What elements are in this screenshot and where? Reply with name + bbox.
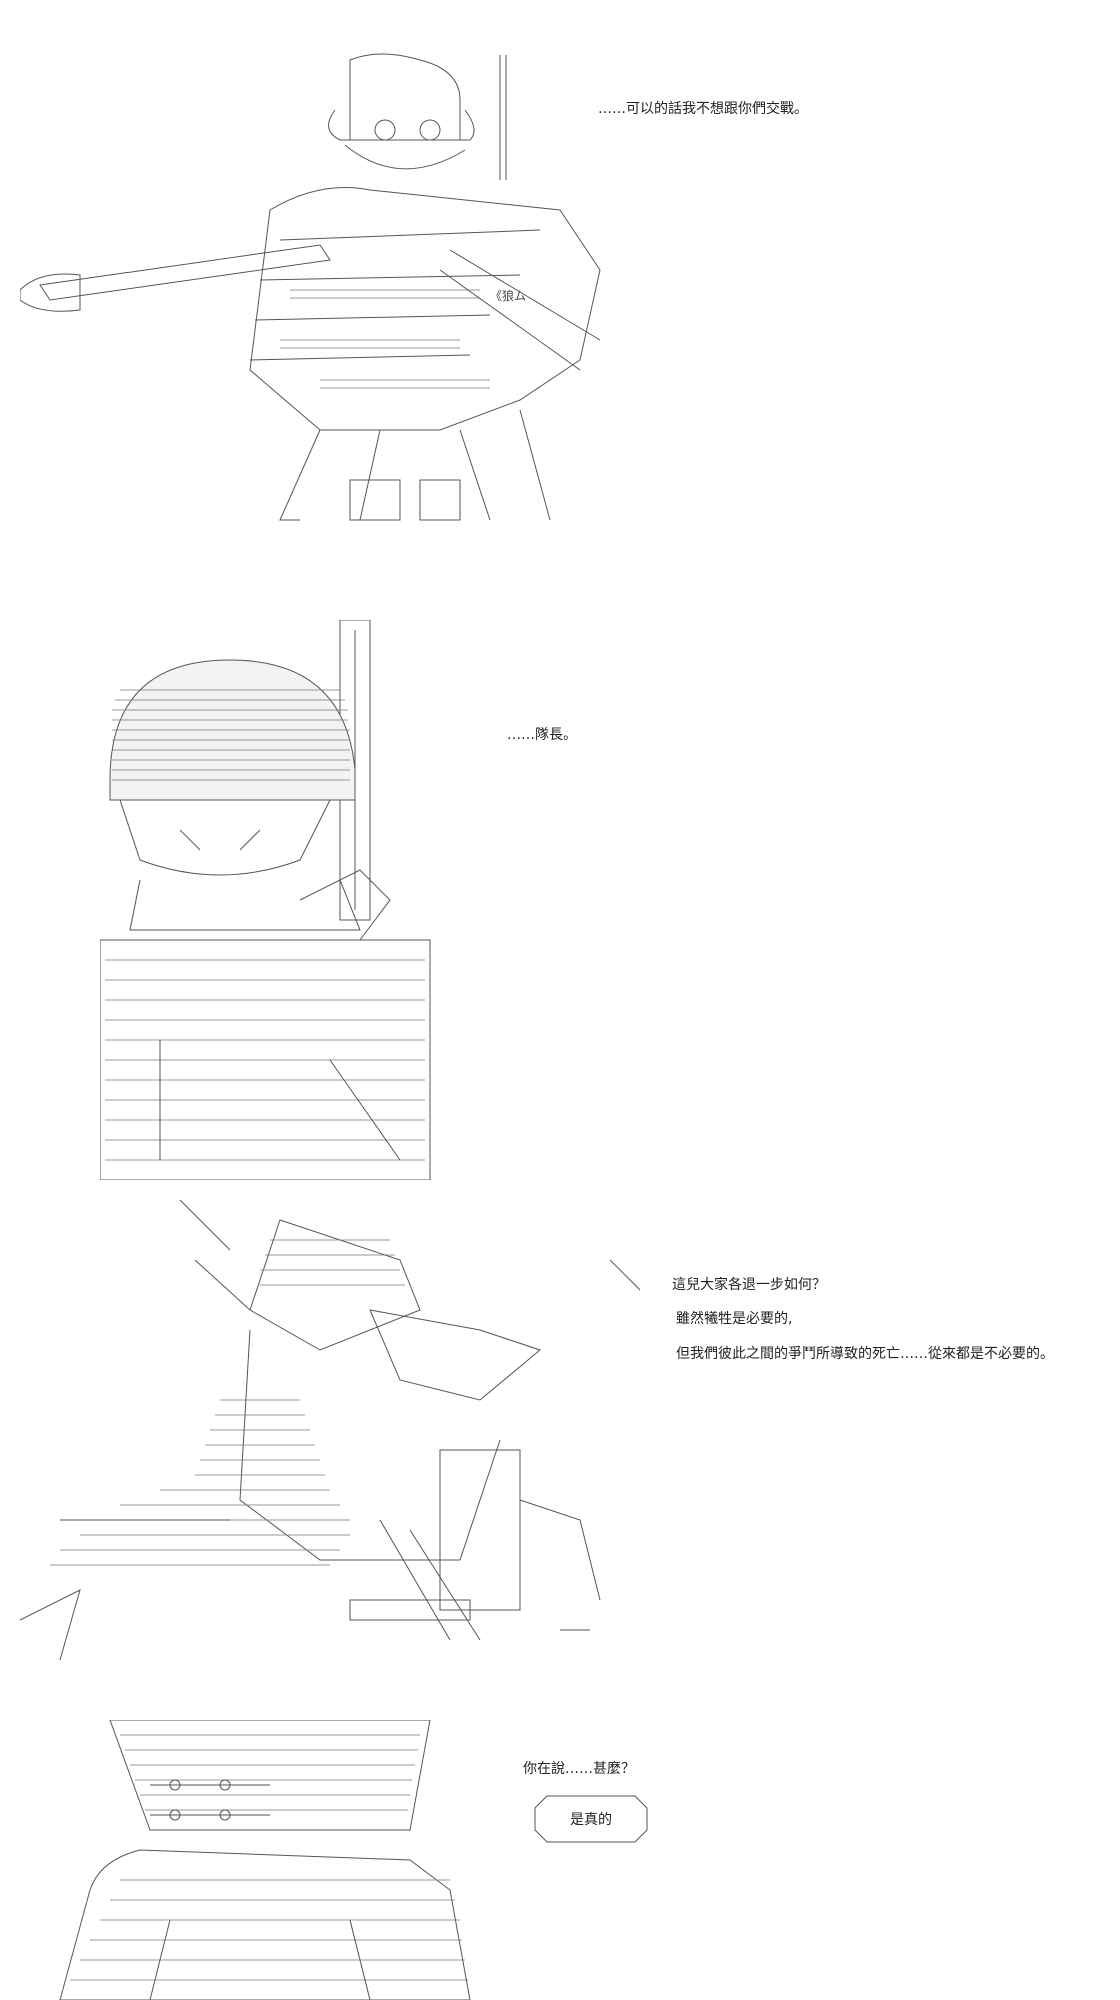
panel-4: 你在說……甚麼？ 是真的 (0, 1700, 1120, 2000)
panel-1: 《狼ム ……可以的話我不想跟你們交戰。 (0, 0, 1120, 560)
panel-2: ……隊長。 (0, 600, 1120, 1180)
panel-3: 這兒大家各退一步如何？ 雖然犧牲是必要的, 但我們彼此之間的爭鬥所導致的死亡……… (0, 1200, 1120, 1670)
dialog-line: 你在說……甚麼？ (523, 1761, 635, 1777)
speech-bubble: 是真的 (533, 1794, 649, 1844)
dialog-line: ……隊長。 (507, 727, 577, 743)
helmeted-soldier-art (100, 620, 450, 1180)
speech-bubble-text: 是真的 (570, 1812, 612, 1828)
dialog-line: ……可以的話我不想跟你們交戰。 (598, 101, 808, 117)
svg-text:《狼ム: 《狼ム (490, 288, 526, 303)
dialog-line: 但我們彼此之間的爭鬥所導致的死亡……從來都是不必要的。 (676, 1346, 1054, 1362)
robot-suit-profile-art (20, 1200, 640, 1670)
dialog-line: 這兒大家各退一步如何？ (672, 1277, 826, 1293)
armored-figure-art (30, 1720, 500, 2000)
dialog-line: 雖然犧牲是必要的, (676, 1311, 793, 1327)
soldier-with-rifle-art: 《狼ム (20, 40, 640, 560)
